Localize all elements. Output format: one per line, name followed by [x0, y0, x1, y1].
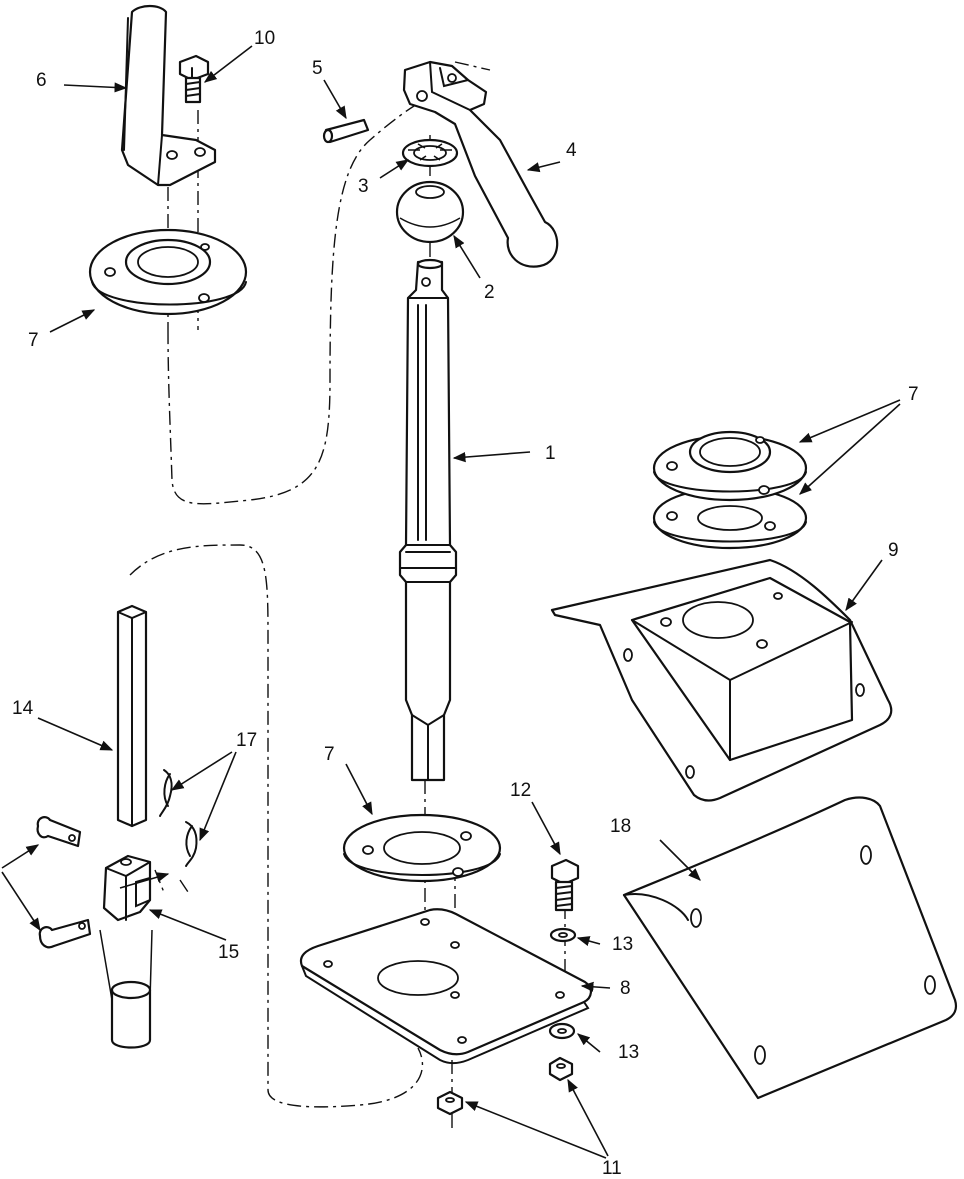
bolt-part: [178, 54, 210, 104]
leader-lines: [1, 45, 901, 1159]
callout-17: 17: [236, 730, 257, 751]
callout-18: 18: [610, 816, 631, 837]
callout-14: 14: [12, 698, 34, 719]
callout-15: 15: [218, 942, 239, 963]
callout-8: 8: [620, 978, 631, 999]
roll-pin-part: [322, 118, 370, 144]
callout-13-upper: 13: [612, 934, 633, 955]
square-rod-part: [116, 604, 148, 828]
callout-4: 4: [566, 140, 577, 161]
linkage-rod-part: [99, 929, 153, 1049]
clevis-pin-lower-part: [38, 918, 92, 949]
shifter-housing-part: [550, 558, 893, 802]
nut-right-part: [548, 1056, 574, 1082]
callout-11: 11: [602, 1158, 622, 1179]
cover-plate-part: [622, 796, 958, 1100]
flange-washer-lower-part: [342, 813, 502, 883]
washer-upper-part: [549, 927, 577, 943]
stacked-flanges-part: [652, 430, 808, 550]
retaining-ring-part: [401, 138, 459, 168]
callout-7-bottom: 7: [324, 744, 335, 765]
callout-7-top-left: 7: [28, 330, 39, 351]
ball-knob-part: [395, 180, 465, 244]
shift-shaft-part: [398, 258, 458, 782]
callout-12: 12: [510, 780, 531, 801]
mounting-plate-part: [299, 908, 592, 1064]
bolt-right-part: [550, 858, 580, 912]
nut-left-part: [436, 1090, 464, 1116]
callout-13-lower: 13: [618, 1042, 639, 1063]
callout-9: 9: [888, 540, 899, 561]
callout-labels: 1 2 3 4 5 6 7 7 7 8 9 10 11 12 13 13 14 …: [12, 28, 919, 1179]
callout-10: 10: [254, 28, 275, 49]
hairpin-clips-part: [159, 769, 198, 867]
clevis-pin-upper-part: [36, 816, 82, 848]
callout-3: 3: [358, 176, 369, 197]
callout-2: 2: [484, 282, 495, 303]
callout-1: 1: [545, 443, 556, 464]
callout-7-right: 7: [908, 384, 919, 405]
callout-6: 6: [36, 70, 47, 91]
clevis-yoke-part: [102, 854, 152, 922]
shift-lever-part: [402, 60, 559, 268]
washer-lower-part: [548, 1022, 576, 1040]
flange-washer-part: [88, 228, 248, 316]
callout-5: 5: [312, 58, 323, 79]
